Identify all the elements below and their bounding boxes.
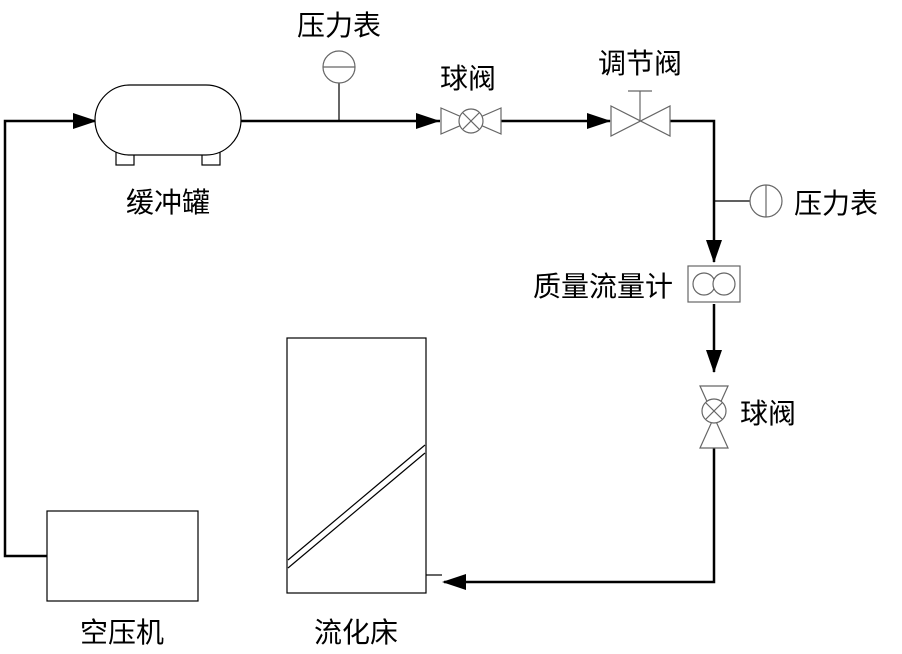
flow-meter-rotor-left — [692, 272, 716, 296]
pipe-ball-valve-to-bed — [444, 448, 716, 584]
label-pressure-gauge-top: 压力表 — [297, 9, 381, 42]
bed-distributor-plate-b — [287, 452, 426, 569]
label-ball-valve-right: 球阀 — [740, 397, 796, 430]
ball-valve-top — [440, 107, 502, 135]
flow-arrow-into-flow-meter — [706, 240, 722, 263]
flow-arrow-into-ball-valve — [416, 113, 440, 129]
flow-arrow-into-ball-valve-right — [706, 350, 722, 373]
bed-vessel — [286, 337, 427, 594]
buffer-tank — [94, 84, 242, 166]
bed-distributor-plate-a — [287, 444, 426, 561]
label-pressure-gauge-right: 压力表 — [794, 187, 878, 220]
label-buffer-tank: 缓冲罐 — [126, 186, 210, 219]
air-compressor — [46, 510, 199, 602]
tank-body — [94, 84, 242, 156]
flow-arrow-into-tank — [73, 113, 97, 129]
ball-valve-right — [699, 385, 729, 449]
ball-valve-top-cross-b — [462, 112, 480, 130]
mass-flow-meter — [687, 265, 741, 303]
label-fluidized-bed: 流化床 — [314, 616, 398, 649]
ball-valve-right-cross-b — [705, 402, 723, 420]
flow-meter-rotor-right — [712, 272, 736, 296]
label-air-compressor: 空压机 — [80, 616, 164, 649]
label-mass-flow-meter: 质量流量计 — [533, 270, 673, 303]
label-regulating-valve: 调节阀 — [598, 47, 682, 80]
regulating-valve — [610, 90, 671, 137]
pipe-regulating-valve-to-flow-meter — [670, 119, 716, 262]
label-ball-valve-top: 球阀 — [440, 62, 496, 95]
pipe-compressor-to-tank — [3, 119, 95, 558]
flow-arrow-into-regulating-valve — [587, 113, 611, 129]
pressure-gauge-top — [322, 50, 356, 121]
fluidized-bed — [286, 337, 442, 594]
pressure-gauge-right — [714, 184, 783, 218]
flow-arrow-into-bed — [442, 574, 466, 590]
